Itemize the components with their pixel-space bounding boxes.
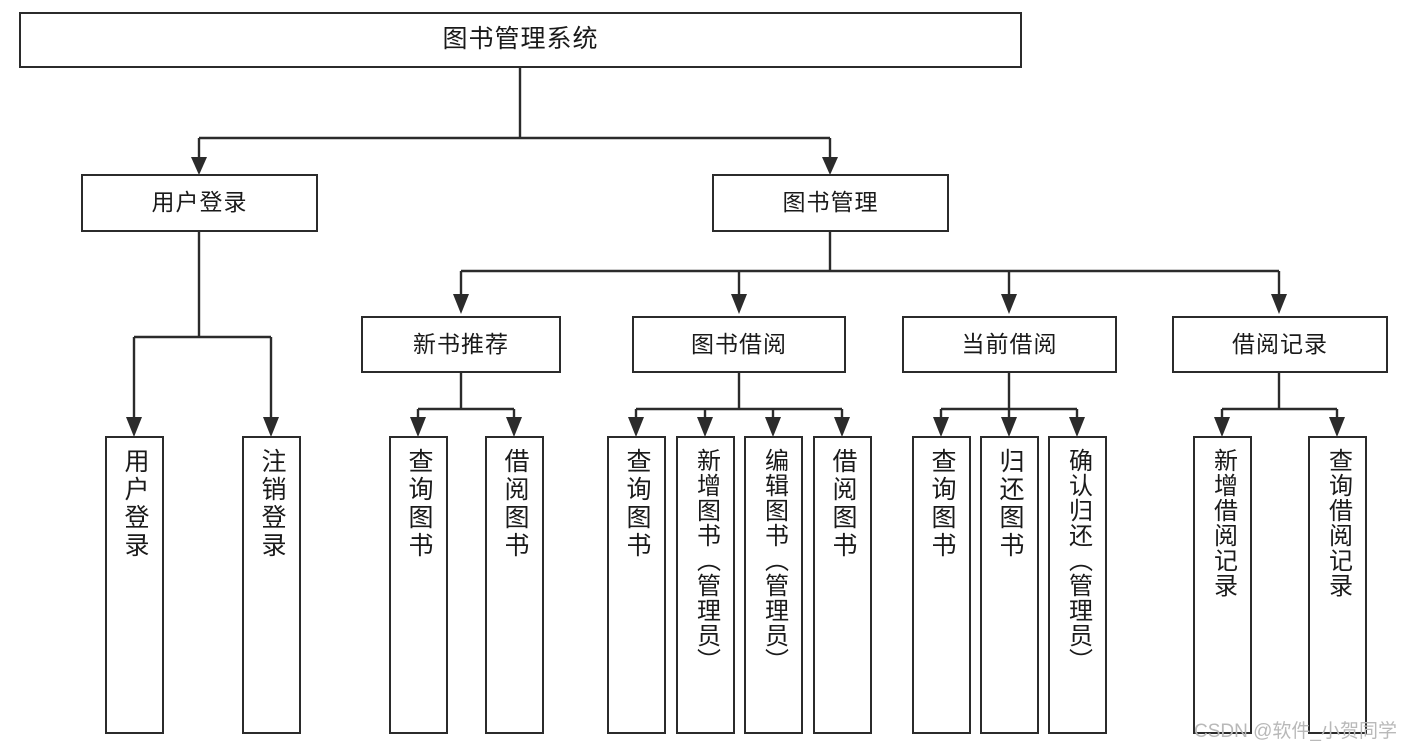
arrowhead-leaf-11 xyxy=(1069,417,1085,437)
leaf-add-book-admin[interactable]: 新增图书（管理员） xyxy=(676,436,735,734)
arrowhead-borrow xyxy=(731,294,747,314)
arrowhead-leaf-9 xyxy=(933,417,949,437)
leaf-query-borrow-record[interactable]: 查询借阅记录 xyxy=(1308,436,1367,734)
leaf-confirm-return-admin[interactable]: 确认归还（管理员） xyxy=(1048,436,1107,734)
arrowhead-leaf-12 xyxy=(1214,417,1230,437)
arrowhead-leaf-10 xyxy=(1001,417,1017,437)
node-label: 借阅图书 xyxy=(829,448,857,560)
node-label: 图书管理系统 xyxy=(442,25,599,54)
csdn-watermark: CSDN @软件_小贺同学 xyxy=(1194,721,1397,742)
node-new-book-recommend[interactable]: 新书推荐 xyxy=(361,316,561,373)
node-label: 用户登录 xyxy=(121,448,149,560)
leaf-query-book-current[interactable]: 查询图书 xyxy=(912,436,971,734)
node-label: 查询图书 xyxy=(623,448,651,560)
node-label: 图书借阅 xyxy=(691,330,787,357)
arrowhead-leaf-1 xyxy=(126,417,142,437)
arrowhead-leaf-4 xyxy=(506,417,522,437)
node-label: 借阅记录 xyxy=(1232,330,1328,357)
arrowhead-leaf-6 xyxy=(697,417,713,437)
arrowhead-leaf-2 xyxy=(263,417,279,437)
leaf-borrow-book-recommend[interactable]: 借阅图书 xyxy=(485,436,544,734)
node-borrow-record[interactable]: 借阅记录 xyxy=(1172,316,1388,373)
node-label: 注销登录 xyxy=(258,448,286,560)
node-label: 确认归还（管理员） xyxy=(1064,448,1092,673)
arrowhead-leaf-8 xyxy=(834,417,850,437)
node-label: 新书推荐 xyxy=(413,330,509,357)
leaf-query-book-borrow[interactable]: 查询图书 xyxy=(607,436,666,734)
leaf-logout[interactable]: 注销登录 xyxy=(242,436,301,734)
leaf-edit-book-admin[interactable]: 编辑图书（管理员） xyxy=(744,436,803,734)
leaf-return-book[interactable]: 归还图书 xyxy=(980,436,1039,734)
node-label: 图书管理 xyxy=(782,189,879,216)
arrowhead-leaf-13 xyxy=(1329,417,1345,437)
leaf-borrow-book[interactable]: 借阅图书 xyxy=(813,436,872,734)
node-label: 新增图书（管理员） xyxy=(692,448,720,673)
node-label: 编辑图书（管理员） xyxy=(760,448,788,673)
node-label: 归还图书 xyxy=(996,448,1024,560)
node-user-login[interactable]: 用户登录 xyxy=(81,174,318,232)
arrowhead-record xyxy=(1271,294,1287,314)
arrowhead-user-login xyxy=(191,157,207,175)
leaf-query-book-recommend[interactable]: 查询图书 xyxy=(389,436,448,734)
node-label: 新增借阅记录 xyxy=(1209,448,1237,598)
node-book-management[interactable]: 图书管理 xyxy=(712,174,949,232)
node-label: 用户登录 xyxy=(151,189,248,216)
arrowhead-book-manage xyxy=(822,157,838,175)
leaf-add-borrow-record[interactable]: 新增借阅记录 xyxy=(1193,436,1252,734)
arrowhead-newbook xyxy=(453,294,469,314)
node-label: 查询图书 xyxy=(928,448,956,560)
arrowhead-leaf-5 xyxy=(628,417,644,437)
node-label: 当前借阅 xyxy=(961,330,1058,357)
node-label: 查询借阅记录 xyxy=(1324,448,1352,598)
arrowhead-leaf-3 xyxy=(410,417,426,437)
arrowhead-current xyxy=(1001,294,1017,314)
leaf-user-login[interactable]: 用户登录 xyxy=(105,436,164,734)
node-root-system[interactable]: 图书管理系统 xyxy=(19,12,1022,68)
node-book-borrow[interactable]: 图书借阅 xyxy=(632,316,846,373)
node-current-borrow[interactable]: 当前借阅 xyxy=(902,316,1117,373)
node-label: 借阅图书 xyxy=(501,448,529,560)
node-label: 查询图书 xyxy=(405,448,433,560)
arrowhead-leaf-7 xyxy=(765,417,781,437)
